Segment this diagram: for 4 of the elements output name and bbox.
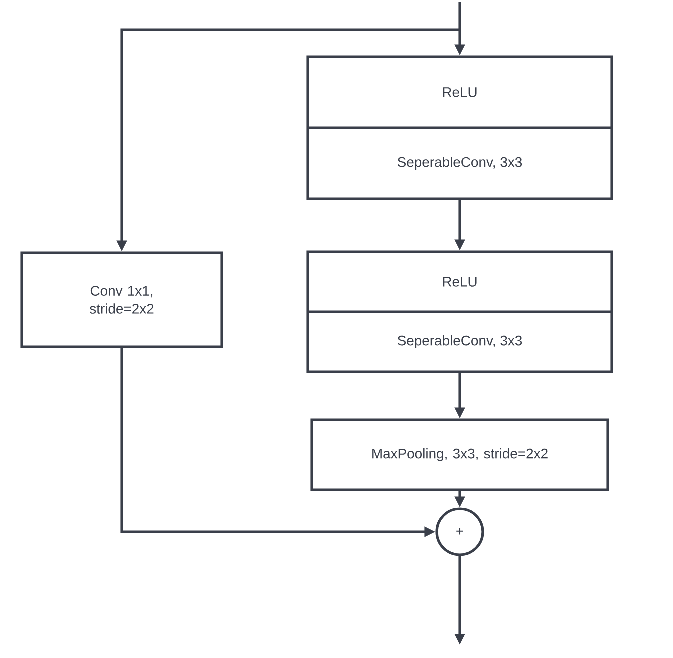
layer-box: ReLU SeperableConv, 3x3 <box>306 250 614 374</box>
layer-box: ReLU SeperableConv, 3x3 <box>306 56 614 200</box>
layer-box: Conv 1x1, stride=2x2 <box>20 252 224 348</box>
layer-box: MaxPooling, 3x3, stride=2x2 <box>310 418 610 492</box>
